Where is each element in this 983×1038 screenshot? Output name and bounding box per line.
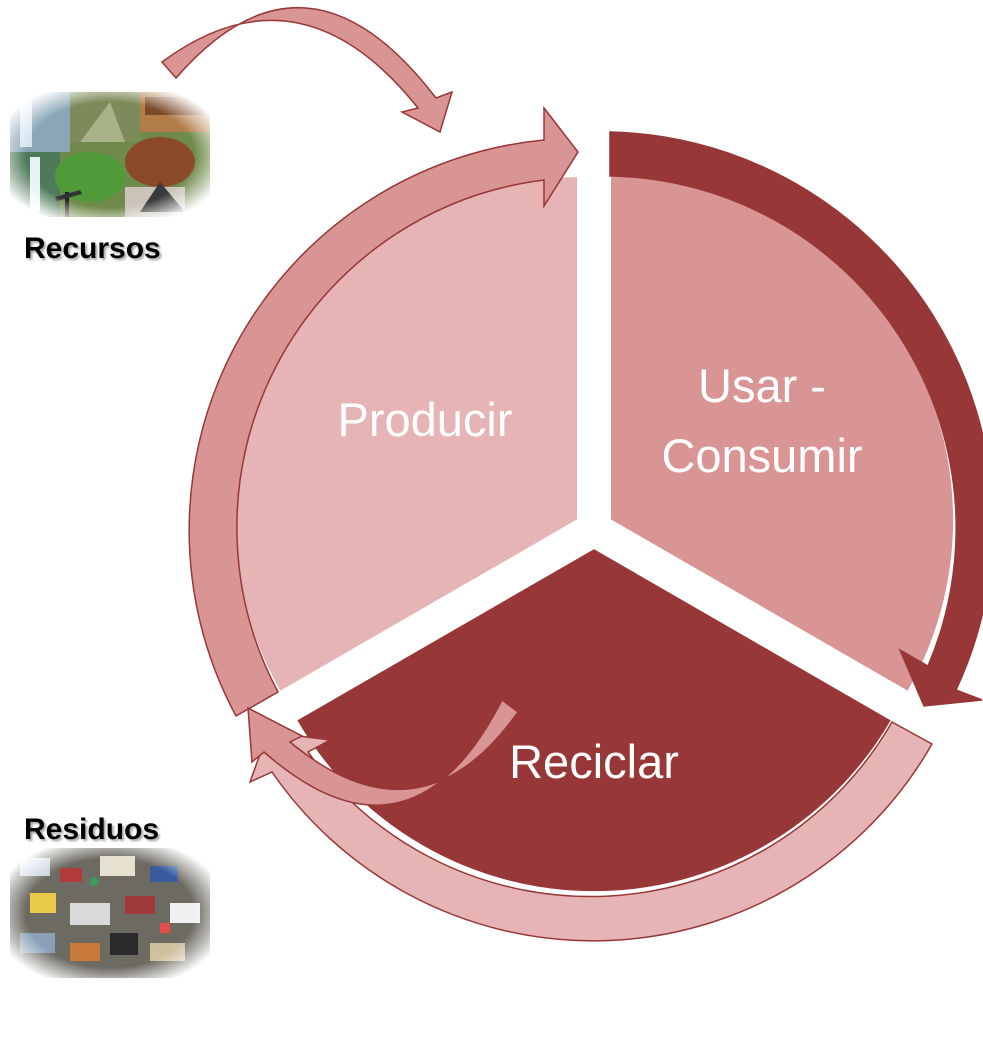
recursos-inflow-arrow — [160, 7, 454, 134]
label-consumir: Consumir — [661, 429, 862, 482]
recursos-label: Recursos — [24, 232, 161, 265]
recursos-image — [10, 92, 210, 217]
producir-cycle-arrow — [188, 105, 579, 718]
residuos-image — [10, 848, 210, 978]
reciclar-cycle-arrow — [248, 720, 934, 942]
usar-consumir-cycle-arrow — [609, 131, 983, 707]
residuos-outflow-arrow — [247, 698, 520, 806]
label-producir: Producir — [337, 393, 512, 446]
residuos-label: Residuos — [24, 813, 160, 846]
label-usar: Usar - — [698, 359, 826, 412]
label-reciclar: Reciclar — [509, 735, 679, 788]
